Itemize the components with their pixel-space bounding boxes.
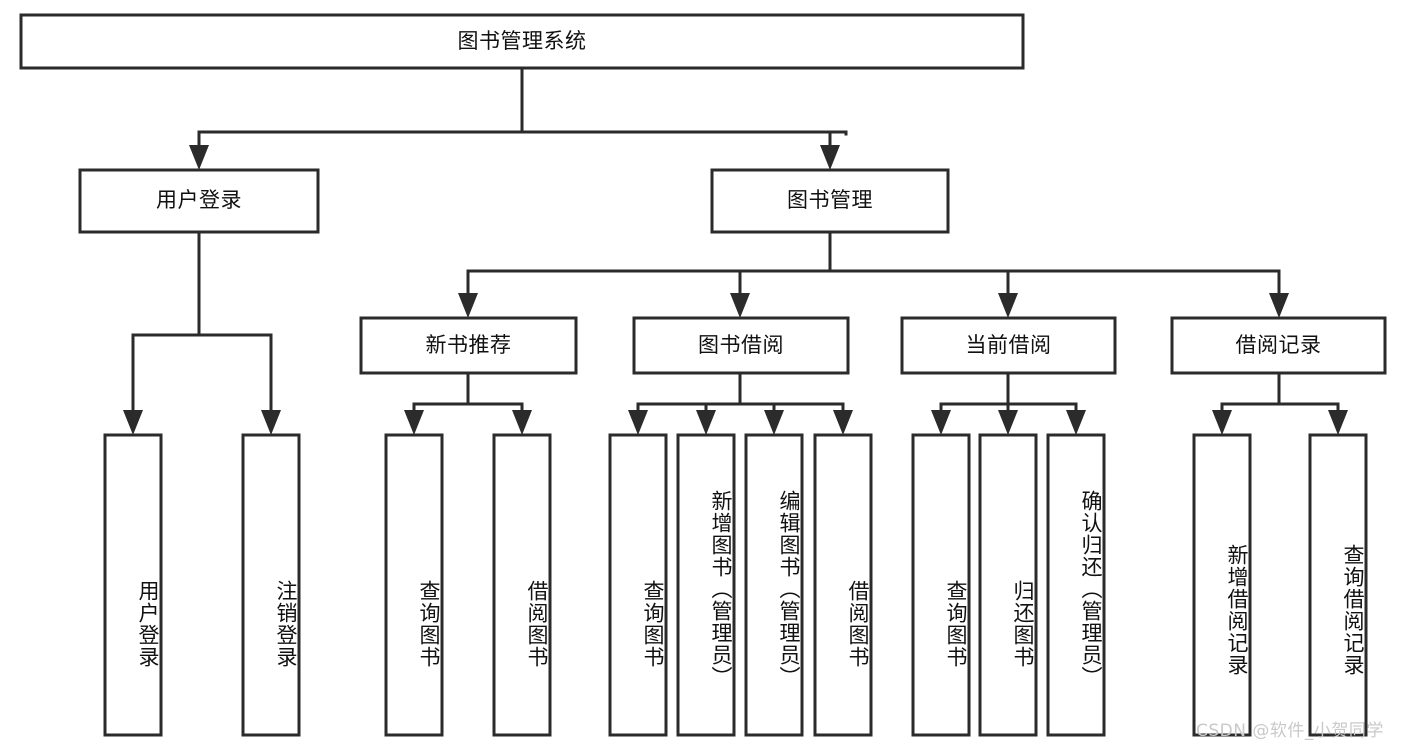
node-box-current-borrow[interactable] — [900, 316, 1117, 375]
arrow-head-new-book-recommend — [458, 293, 478, 318]
arrow-head-leaf-return-book — [998, 410, 1018, 435]
node-box-leaf-query-record[interactable] — [1308, 433, 1368, 737]
arrow-head-leaf-query-book-2 — [628, 410, 648, 435]
arrow-head-leaf-borrow-book-1 — [512, 410, 532, 435]
node-box-leaf-user-logout[interactable] — [241, 433, 301, 737]
node-box-leaf-borrow-book-1[interactable] — [492, 433, 552, 737]
node-box-leaf-borrow-book-2[interactable] — [813, 433, 873, 737]
arrow-head-leaf-query-record — [1328, 410, 1348, 435]
arrow-head-leaf-edit-book — [764, 410, 784, 435]
node-box-borrow-record[interactable] — [1170, 316, 1387, 375]
node-box-new-book-recommend[interactable] — [359, 316, 578, 375]
arrow-head-book-borrow — [730, 293, 750, 318]
arrow-head-leaf-borrow-book-2 — [833, 410, 853, 435]
node-box-book-borrow[interactable] — [632, 316, 850, 375]
node-box-leaf-add-record[interactable] — [1192, 433, 1252, 737]
arrow-head-leaf-user-logout — [261, 410, 281, 435]
arrow-head-leaf-add-book — [696, 410, 716, 435]
arrow-head-current-borrow — [998, 293, 1018, 318]
box-layer — [19, 13, 1387, 737]
node-box-leaf-query-book-1[interactable] — [384, 433, 444, 737]
node-box-leaf-return-book[interactable] — [978, 433, 1038, 737]
arrow-head-leaf-query-book-1 — [404, 410, 424, 435]
arrow-head-leaf-user-login — [123, 410, 143, 435]
node-box-root[interactable] — [19, 13, 1025, 70]
arrow-head-user-login — [189, 145, 209, 170]
arrow-head-leaf-confirm-return — [1066, 410, 1086, 435]
connector-layer — [123, 66, 1348, 435]
arrow-head-book-manage — [820, 145, 840, 170]
node-box-leaf-confirm-return[interactable] — [1046, 433, 1106, 737]
arrow-head-borrow-record — [1269, 293, 1289, 318]
node-box-leaf-add-book[interactable] — [676, 433, 736, 737]
node-box-book-manage[interactable] — [710, 168, 950, 234]
node-box-leaf-user-login[interactable] — [103, 433, 163, 737]
arrow-head-leaf-query-book-3 — [931, 410, 951, 435]
node-box-leaf-query-book-3[interactable] — [911, 433, 971, 737]
node-box-user-login[interactable] — [78, 168, 320, 234]
arrow-head-leaf-add-record — [1212, 410, 1232, 435]
node-box-leaf-query-book-2[interactable] — [608, 433, 668, 737]
node-box-leaf-edit-book[interactable] — [744, 433, 804, 737]
